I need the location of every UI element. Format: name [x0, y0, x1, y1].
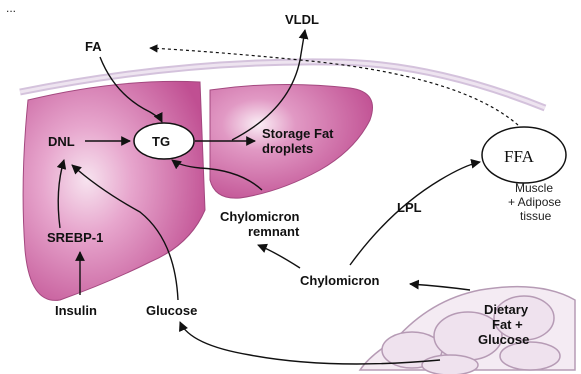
label-muscle-line2: + Adipose	[508, 195, 561, 209]
label-fa: FA	[85, 39, 102, 54]
liver-left-lobe	[23, 81, 205, 300]
label-muscle-line1: Muscle	[515, 181, 553, 195]
label-chylo-remnant-line1: Chylomicron	[220, 209, 300, 224]
label-vldl: VLDL	[285, 12, 319, 27]
label-tg: TG	[152, 134, 170, 149]
label-dietary-line1: Dietary	[484, 302, 529, 317]
label-glucose: Glucose	[146, 303, 197, 318]
label-muscle-line3: tissue	[520, 209, 552, 223]
label-storage-line1: Storage Fat	[262, 126, 334, 141]
label-chylo-remnant-line2: remnant	[248, 224, 300, 239]
intestine-cells	[360, 287, 575, 374]
label-dietary-line2: Fat +	[492, 317, 523, 332]
label-insulin: Insulin	[55, 303, 97, 318]
label-storage-line2: droplets	[262, 141, 313, 156]
caption-fragment: ...	[6, 1, 16, 15]
label-chylomicron: Chylomicron	[300, 273, 380, 288]
label-dnl: DNL	[48, 134, 75, 149]
label-srebp: SREBP-1	[47, 230, 103, 245]
label-ffa: FFA	[504, 147, 535, 166]
arrow-dietary-to-chylomicron	[410, 284, 470, 290]
label-lpl: LPL	[397, 200, 422, 215]
label-dietary-line3: Glucose	[478, 332, 529, 347]
arrow-chylomicron-to-remnant	[258, 245, 300, 268]
